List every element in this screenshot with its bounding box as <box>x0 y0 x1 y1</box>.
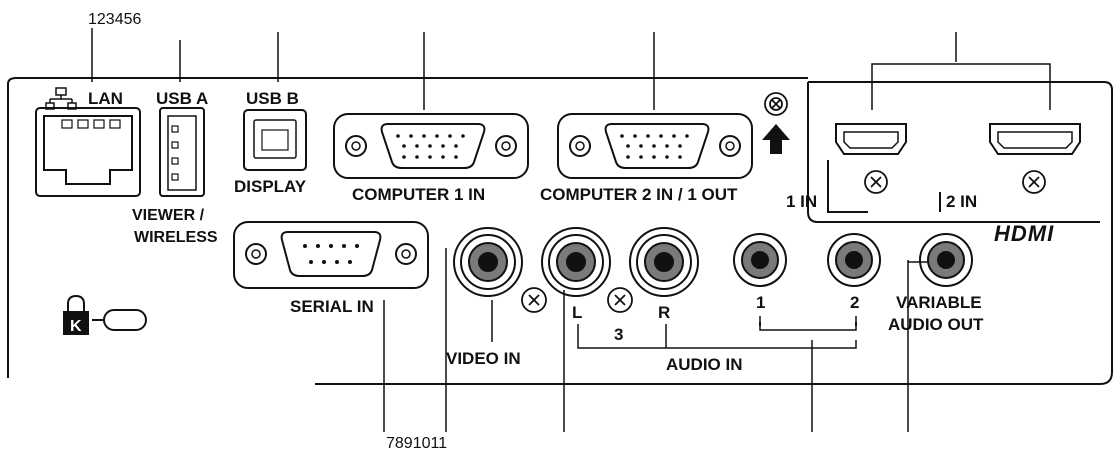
serial-in-port <box>233 221 429 289</box>
audio-in-r-jack <box>629 227 699 297</box>
hdmi-2-port <box>989 123 1081 155</box>
hdmi-2-in-label: 2 IN <box>946 192 977 211</box>
hdmi-1-screw-icon <box>864 170 888 194</box>
hdmi-1-in-label: 1 IN <box>786 192 817 211</box>
panel-outline <box>7 77 1113 385</box>
computer-2-in-1-out-pins <box>620 134 689 159</box>
audio-in-1-jack <box>733 233 787 287</box>
security-slot <box>103 309 147 331</box>
computer-1-in-label: COMPUTER 1 IN <box>352 185 485 204</box>
callout-numbers-top: 123456 <box>88 11 141 28</box>
network-icon <box>45 87 77 110</box>
audio-in-label: AUDIO IN <box>666 355 743 374</box>
audio-in-1-label: 1 <box>756 293 765 312</box>
computer-2-in-1-out-port <box>557 113 753 179</box>
audio-in-r-label: R <box>658 303 670 322</box>
callout-lines <box>91 28 1051 432</box>
usb-b-port <box>243 109 307 171</box>
lan-label: LAN <box>88 89 123 108</box>
audio-in-l-jack <box>541 227 611 297</box>
rca-screw-left-icon <box>521 287 547 313</box>
security-lock-icon <box>63 294 89 335</box>
hdmi-logo: HDMI <box>994 221 1054 246</box>
serial-in-label: SERIAL IN <box>290 297 374 316</box>
audio-in-3-label: 3 <box>614 325 623 344</box>
audio-out-label: AUDIO OUT <box>888 315 984 334</box>
arrow-up-icon <box>762 124 790 154</box>
display-label: DISPLAY <box>234 177 307 196</box>
audio-in-2-label: 2 <box>850 293 859 312</box>
viewer-label: VIEWER / <box>132 207 205 224</box>
usb-b-label: USB B <box>246 89 299 108</box>
screw-icon <box>764 92 788 116</box>
hdmi-1-port <box>835 123 907 155</box>
wireless-label: WIRELESS <box>134 229 218 246</box>
computer-2-in-1-out-label: COMPUTER 2 IN / 1 OUT <box>540 185 738 204</box>
audio-in-1-2-bracket <box>759 316 857 331</box>
video-in-label: VIDEO IN <box>446 349 521 368</box>
computer-1-in-port <box>333 113 529 179</box>
variable-label: VARIABLE <box>896 293 982 312</box>
audio-in-l-label: L <box>572 303 582 322</box>
rca-screw-right-icon <box>607 287 633 313</box>
usb-a-label: USB A <box>156 89 208 108</box>
audio-in-2-jack <box>827 233 881 287</box>
serial-in-pins <box>303 244 359 264</box>
lock-k-mark: K <box>70 318 82 335</box>
callout-numbers-bottom: 7891011 <box>386 435 447 452</box>
hdmi-2-screw-icon <box>1022 170 1046 194</box>
usb-a-port <box>159 107 205 197</box>
video-in-jack <box>453 227 523 297</box>
computer-1-in-pins <box>396 134 465 159</box>
variable-audio-out-jack <box>919 233 973 287</box>
lan-port <box>35 107 141 197</box>
audio-in-bracket <box>577 324 857 349</box>
